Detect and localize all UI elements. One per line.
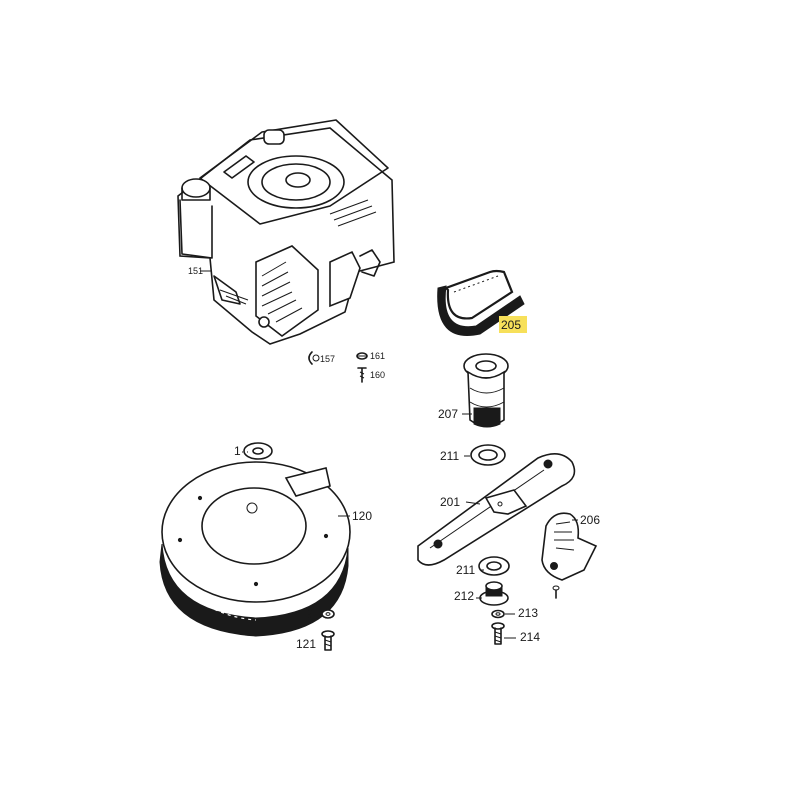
washer-part-9 bbox=[321, 609, 335, 619]
engine-assembly bbox=[177, 119, 395, 345]
callout-211-lower: 211 bbox=[456, 563, 475, 577]
callout-201: 201 bbox=[440, 495, 460, 509]
callout-161: 161 bbox=[370, 351, 385, 361]
washer-part-211-upper bbox=[470, 444, 506, 466]
hardware-160 bbox=[357, 367, 367, 383]
callout-207: 207 bbox=[438, 407, 458, 421]
callout-151: 151 bbox=[188, 266, 203, 276]
hardware-161 bbox=[356, 352, 368, 360]
hardware-157 bbox=[308, 351, 320, 365]
callout-205: 205 bbox=[501, 318, 521, 332]
callout-9: 9 bbox=[306, 607, 313, 621]
sleeve-part-207 bbox=[463, 353, 509, 428]
callout-213: 213 bbox=[518, 606, 538, 620]
washer-part-213 bbox=[491, 609, 505, 619]
hub-part-212 bbox=[479, 581, 509, 606]
callout-212: 212 bbox=[454, 589, 474, 603]
callout-160: 160 bbox=[370, 370, 385, 380]
bolt-part-214 bbox=[491, 622, 505, 645]
callout-120: 120 bbox=[352, 509, 372, 523]
callout-211-upper: 211 bbox=[440, 449, 459, 463]
callout-121: 121 bbox=[296, 637, 316, 651]
callout-205-highlight bbox=[499, 316, 527, 333]
callout-206: 206 bbox=[580, 513, 600, 527]
callout-1: 1 bbox=[234, 444, 241, 458]
blade-arm-part-201 bbox=[417, 453, 576, 566]
flywheel-part-120 bbox=[159, 461, 351, 637]
callout-214: 214 bbox=[520, 630, 540, 644]
bolt-part-121 bbox=[321, 630, 335, 651]
washer-part-1 bbox=[243, 442, 273, 460]
washer-part-211-lower bbox=[478, 556, 510, 576]
callout-157: 157 bbox=[320, 354, 335, 364]
cutter-plate-part-206 bbox=[541, 512, 598, 599]
